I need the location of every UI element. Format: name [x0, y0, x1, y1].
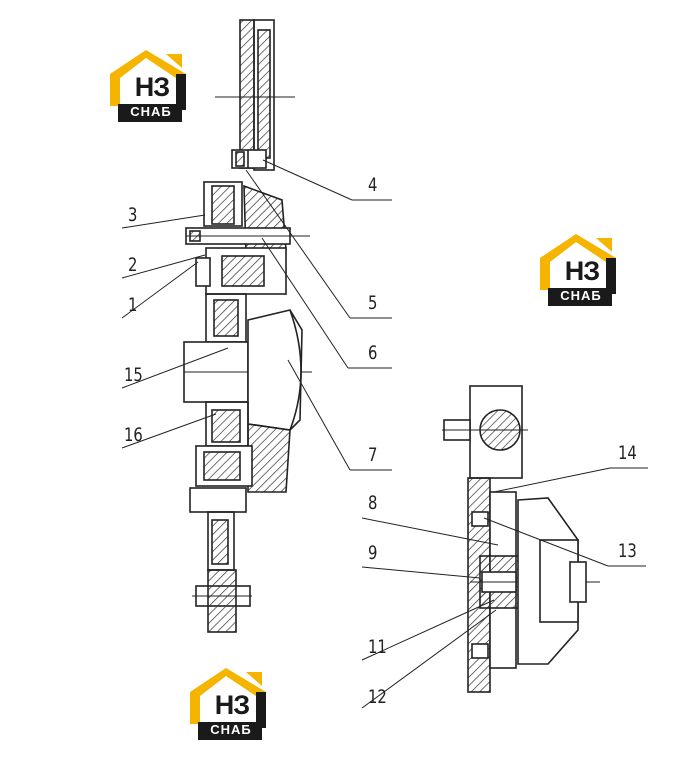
callout-6: 6 — [368, 342, 378, 364]
callout-5: 5 — [368, 292, 378, 314]
logo-house-icon — [110, 50, 186, 122]
watermark-logo-bottom: НЗ СНАБ — [186, 662, 270, 742]
callout-4: 4 — [368, 174, 378, 196]
callout-16: 16 — [124, 424, 143, 446]
leader-lines — [121, 159, 648, 709]
watermark-logo-top-left: НЗ СНАБ — [106, 44, 190, 124]
callout-9: 9 — [368, 542, 378, 564]
left-assembly — [183, 19, 312, 633]
callout-7: 7 — [368, 444, 378, 466]
logo-house-icon — [190, 668, 266, 740]
callout-14: 14 — [618, 442, 637, 464]
callout-13: 13 — [618, 540, 637, 562]
callout-1: 1 — [128, 294, 138, 316]
callout-3: 3 — [128, 204, 138, 226]
logo-mark: НЗ — [134, 72, 170, 102]
logo-text: СНАБ — [560, 288, 602, 303]
logo-text: СНАБ — [130, 104, 172, 119]
callout-2: 2 — [128, 254, 138, 276]
logo-text: СНАБ — [210, 722, 252, 737]
logo-mark: НЗ — [564, 256, 600, 286]
right-assembly — [442, 385, 600, 693]
callout-12: 12 — [368, 686, 387, 708]
logo-house-icon — [540, 234, 616, 306]
callout-8: 8 — [368, 492, 378, 514]
callout-15: 15 — [124, 364, 143, 386]
callout-11: 11 — [368, 636, 387, 658]
watermark-logo-right: НЗ СНАБ — [536, 228, 620, 308]
logo-mark: НЗ — [214, 690, 250, 720]
